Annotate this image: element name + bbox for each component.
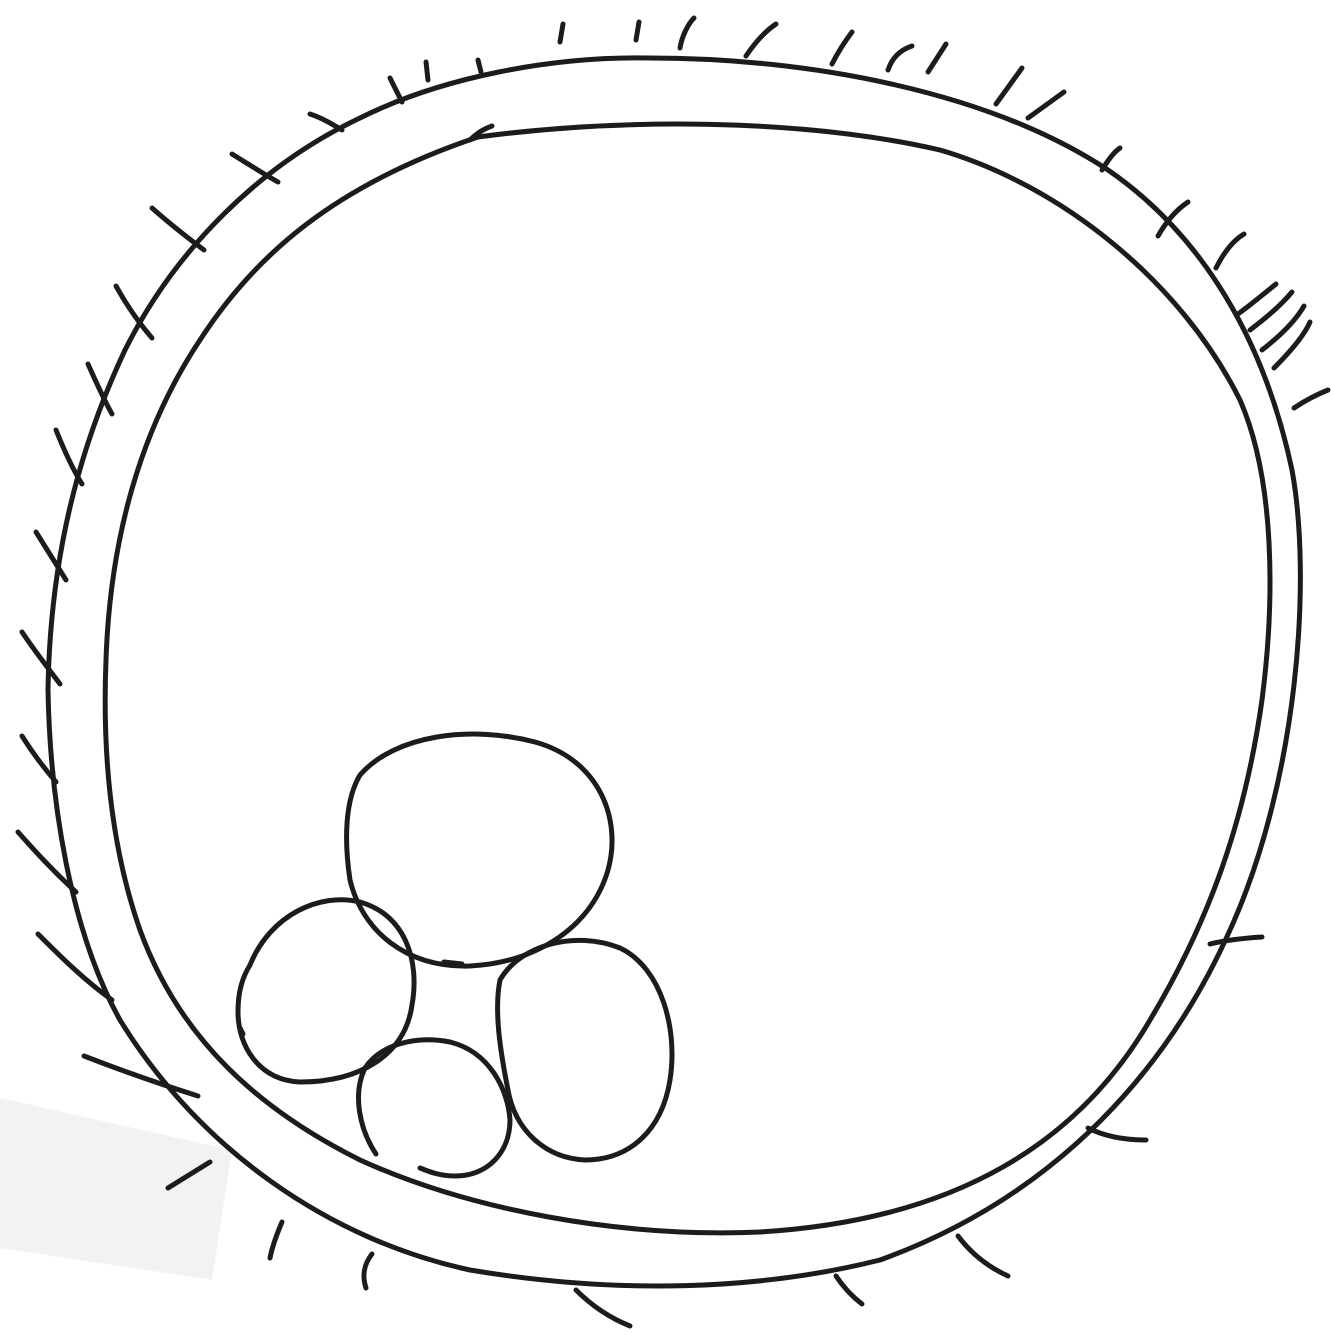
cilium [560,24,563,42]
round-body-top [347,734,612,966]
cilium [1102,148,1120,170]
cilium [928,44,946,72]
cilium [836,1276,862,1304]
cell-cluster [238,734,672,1176]
cilium [310,114,342,130]
ink-blot [444,962,462,964]
cilium [832,32,852,64]
cilium [478,60,481,72]
cilium [636,22,639,40]
cilium [1210,937,1262,944]
cilium [1158,202,1188,236]
paper-smudge [0,1098,232,1280]
cilium [1294,390,1328,408]
cilium [958,1236,1008,1276]
round-body-left [238,900,414,1082]
cilium [84,1056,198,1096]
cilia-group [18,18,1328,1326]
inner-cell-membrane [105,124,1270,1233]
cilium [996,68,1022,104]
cilium [270,1222,282,1258]
cilium [1088,1128,1146,1140]
cilium [1238,284,1276,314]
round-body-right [498,940,672,1160]
cilium [1028,92,1064,118]
cilium [152,208,204,250]
cilium [364,1254,372,1288]
cilium [1274,322,1310,368]
cilium [426,62,428,80]
cilium [38,934,112,1000]
ink-blot [240,1028,243,1034]
cilium [888,46,912,70]
cilium [56,430,82,484]
cilium [680,18,694,48]
cilium [1216,234,1244,268]
cilium [576,1290,630,1326]
cilium [746,24,776,56]
cilium [22,632,60,684]
cilium [232,154,278,182]
cilium [390,78,402,102]
